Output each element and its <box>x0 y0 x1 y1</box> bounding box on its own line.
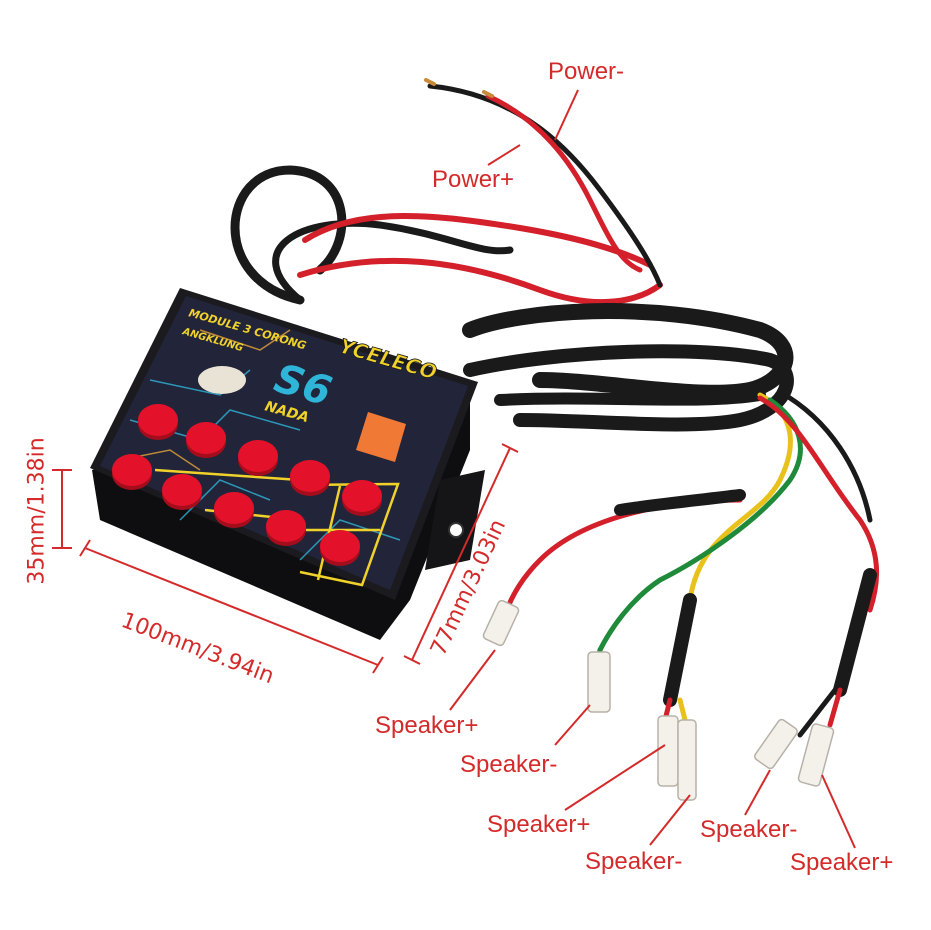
speaker-leads <box>502 389 880 738</box>
label-speaker-minus-3: Speaker- <box>700 816 798 843</box>
button <box>162 474 202 510</box>
label-speaker-plus-3: Speaker+ <box>790 849 894 876</box>
push-buttons <box>112 366 382 566</box>
button <box>290 460 330 496</box>
dimension-height: 35mm/1.38in <box>24 437 50 585</box>
button <box>138 404 178 440</box>
button <box>238 440 278 476</box>
label-power-minus: Power- <box>548 58 625 85</box>
button <box>342 480 382 516</box>
button <box>198 366 246 394</box>
cable-bundle <box>462 303 794 432</box>
power-wires <box>424 78 663 288</box>
label-speaker-minus-1: Speaker- <box>460 751 558 778</box>
button <box>186 422 226 458</box>
spade-connectors <box>482 599 835 801</box>
button <box>112 454 152 490</box>
button <box>320 530 360 566</box>
label-speaker-minus-2: Speaker- <box>585 848 683 875</box>
label-speaker-plus-2: Speaker+ <box>487 811 591 838</box>
label-power-plus: Power+ <box>432 166 515 193</box>
button <box>214 492 254 528</box>
label-speaker-plus-1: Speaker+ <box>375 712 479 739</box>
wire-loop-left <box>230 165 663 306</box>
button <box>266 510 306 546</box>
dimension-lines <box>52 443 519 674</box>
leader-lines <box>449 89 856 849</box>
